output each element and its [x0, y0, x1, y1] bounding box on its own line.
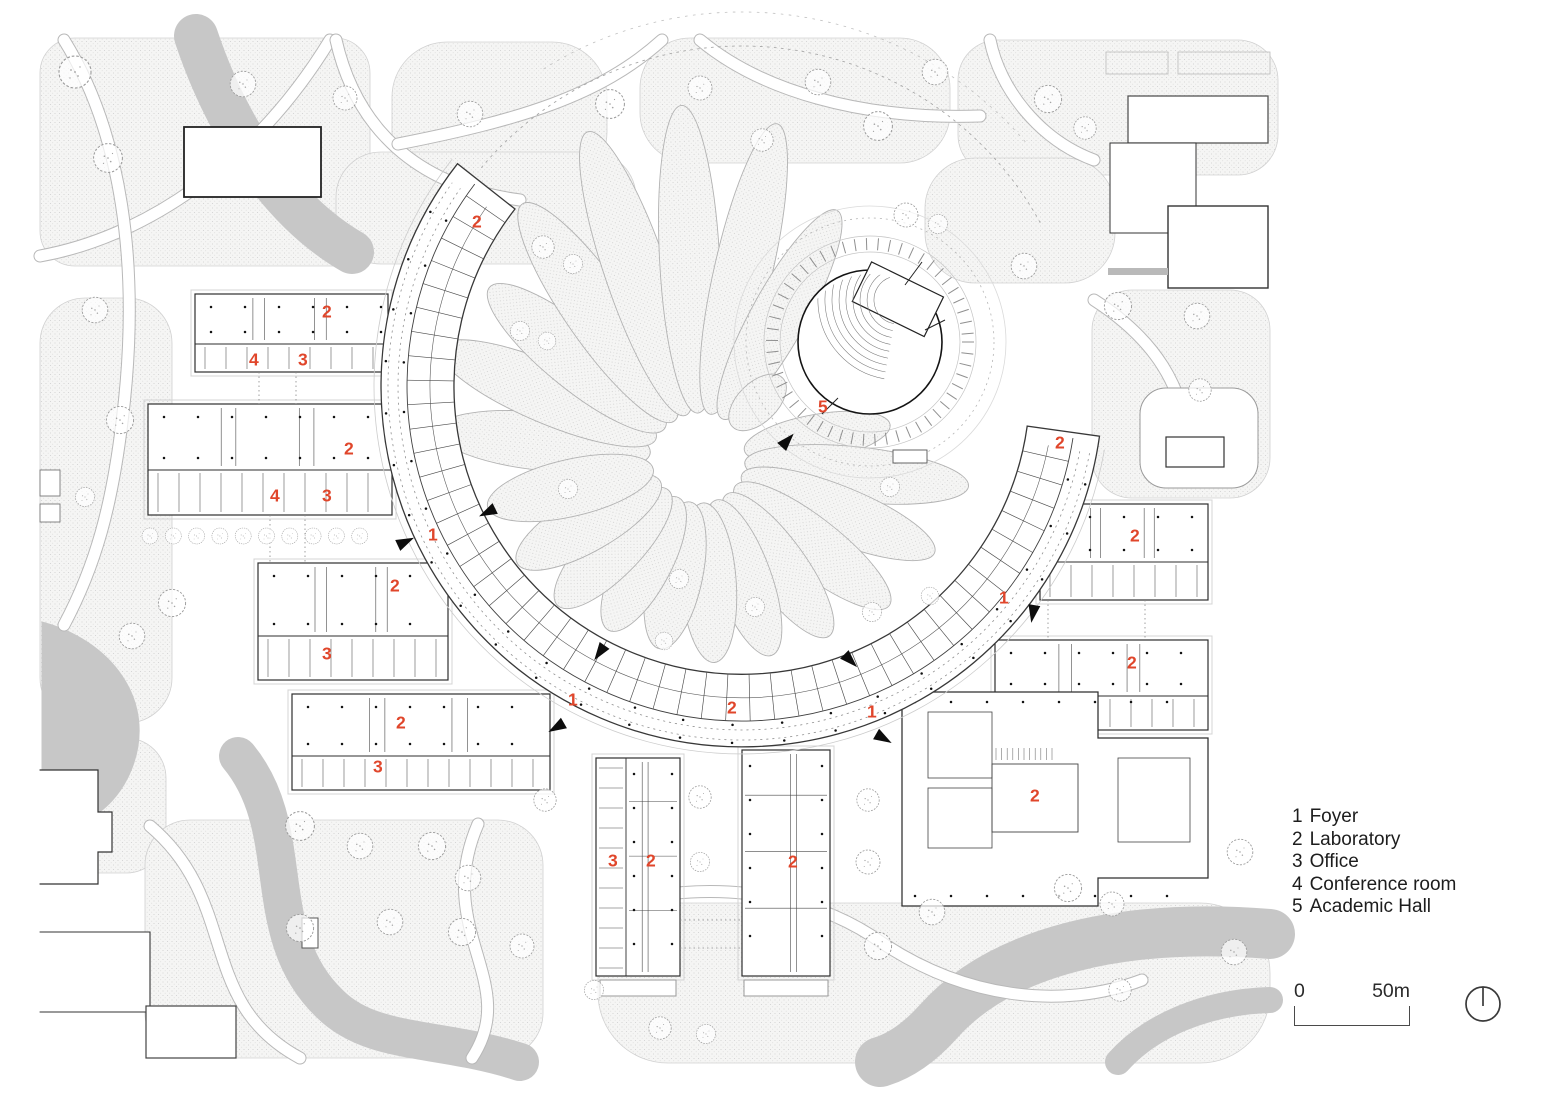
- legend-number: 3: [1292, 851, 1303, 872]
- scale-end-label: 50m: [1372, 980, 1410, 1002]
- legend-label: Foyer: [1309, 806, 1359, 827]
- lab-wings: [143, 289, 1213, 997]
- academic-hall: [733, 205, 1007, 479]
- ring-building: [373, 159, 1105, 755]
- legend-number: 5: [1292, 896, 1303, 917]
- legend-label: Academic Hall: [1309, 896, 1432, 917]
- legend-number: 2: [1292, 828, 1303, 850]
- legend-item-academic-hall: 5 Academic Hall: [1292, 896, 1456, 919]
- legend-number: 1: [1292, 806, 1303, 827]
- plaza-petal-paving: [435, 105, 970, 663]
- north-arrow-icon: [1465, 986, 1501, 1022]
- legend-label: Office: [1309, 851, 1359, 872]
- legend-item-foyer: 1 Foyer: [1292, 806, 1456, 829]
- context-buildings: [39, 51, 1271, 1059]
- legend: 1 Foyer 2 Laboratory 3 Office 4 Conference r…: [1292, 806, 1456, 919]
- scale-start-label: 0: [1294, 980, 1305, 1002]
- scale-bar: 0 50m: [1294, 980, 1410, 1026]
- legend-item-office: 3 Office: [1292, 851, 1456, 874]
- scale-bracket: [1294, 1006, 1410, 1026]
- legend-number: 4: [1292, 873, 1303, 895]
- legend-item-conference-room: 4 Conference room: [1292, 874, 1456, 897]
- dotted-site-arcs: [481, 11, 1043, 227]
- legend-label: Laboratory: [1309, 828, 1401, 850]
- entrance-arrows: [395, 433, 1041, 743]
- legend-label: Conference room: [1309, 873, 1457, 895]
- legend-item-laboratory: 2 Laboratory: [1292, 829, 1456, 852]
